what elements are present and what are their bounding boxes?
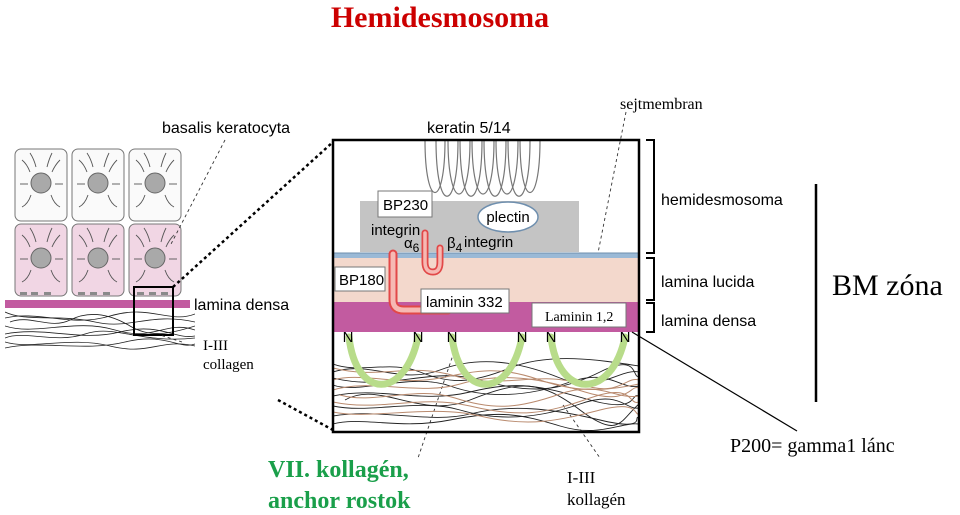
keratin-filaments-small xyxy=(20,152,177,283)
collagen-bottom-label-1: I-III xyxy=(567,468,596,487)
small-plaques xyxy=(20,292,168,295)
basal-cell-2 xyxy=(71,223,125,297)
bp230-box xyxy=(377,190,433,218)
bp180-box xyxy=(334,266,386,292)
cell-upper-1 xyxy=(14,148,68,222)
keratin-label: keratin 5/14 xyxy=(427,120,511,137)
keratinocyte-cells xyxy=(14,148,182,297)
lamina-densa-label-right: lamina densa xyxy=(661,313,756,330)
n-marker: N xyxy=(517,329,528,346)
collagen7-label-2: anchor rostok xyxy=(268,488,411,514)
basal-keratocyte-label: basalis keratocyta xyxy=(162,120,290,137)
n-marker: N xyxy=(546,329,557,346)
p200-pointer xyxy=(631,331,798,432)
n-marker: N xyxy=(447,329,458,346)
collagen-fibers-small xyxy=(5,311,195,350)
n-marker: N xyxy=(620,329,631,346)
plectin-label: plectin xyxy=(486,209,529,226)
zoom-lines xyxy=(172,141,334,432)
alpha-label: α6 xyxy=(404,235,420,255)
collagen7-label-1: VII. kollagén, xyxy=(268,457,409,483)
bp180-label: BP180 xyxy=(339,272,384,289)
integrin-alpha6-beta4 xyxy=(421,229,444,276)
p200-label: P200= gamma1 lánc xyxy=(730,435,895,457)
anchoring-fibrils-vii xyxy=(345,333,629,388)
laminin332-label: laminin 332 xyxy=(426,294,503,311)
laminin12-box xyxy=(531,302,627,328)
cell-membrane-label: sejtmembran xyxy=(620,96,703,113)
hemidesmosome-label: hemidesmosoma xyxy=(661,192,783,209)
collagen-bottom-label-2: kollagén xyxy=(567,490,626,509)
zoom-box xyxy=(133,286,174,336)
bm-zone-label: BM zóna xyxy=(832,269,943,302)
lamina-lucida-label: lamina lucida xyxy=(661,274,754,291)
n-marker: N xyxy=(413,329,424,346)
right-brackets xyxy=(646,139,655,333)
n-marker: N xyxy=(343,329,354,346)
beta-label: β4 xyxy=(447,235,463,255)
diagram-title: Hemidesmosoma xyxy=(331,1,549,34)
collagen-label-left-1: I-III xyxy=(203,338,228,354)
keratin-filament-loops xyxy=(424,140,541,197)
basal-cell-1 xyxy=(14,223,68,297)
cell-upper-2 xyxy=(71,148,125,222)
lamina-densa-band-small xyxy=(5,300,190,308)
lamina-densa-label-left: lamina densa xyxy=(194,297,289,314)
cell-upper-3 xyxy=(128,148,182,222)
laminin332-box xyxy=(420,288,510,314)
inset-frame xyxy=(331,138,641,434)
anchoring-fibril-brown xyxy=(333,367,639,423)
integrin-label-right: integrin xyxy=(464,234,513,251)
inset-content xyxy=(333,140,639,431)
plectin-protein xyxy=(477,201,539,233)
collagen-label-left-2: collagen xyxy=(203,357,254,373)
cell-membrane xyxy=(333,253,639,258)
bp230-label: BP230 xyxy=(383,197,428,214)
n-terminal-markers: N N N N N N xyxy=(343,329,631,346)
laminin12-label: Laminin 1,2 xyxy=(545,310,613,325)
bp180-protein xyxy=(388,249,453,315)
integrin-label-left: integrin xyxy=(371,222,420,239)
